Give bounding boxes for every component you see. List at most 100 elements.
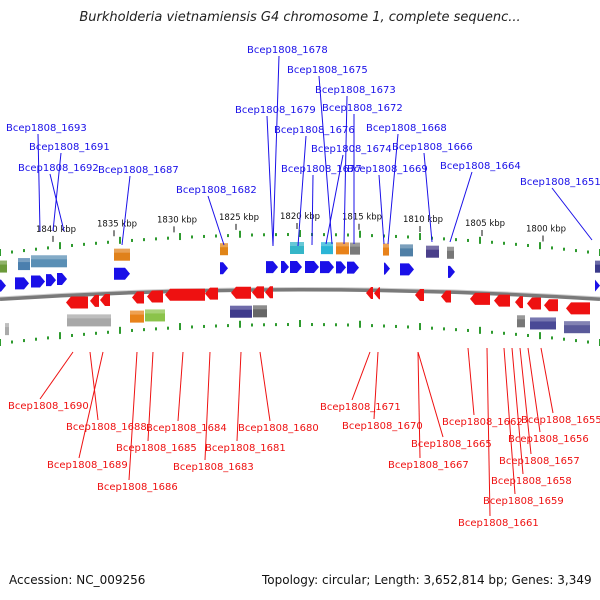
gene-leader-line [343,95,348,245]
gene-label-text: Bcep1808_1680 [238,423,319,434]
tick-mark [83,242,85,246]
reverse-gene-arrow [415,289,424,302]
gene-label[interactable]: Bcep1808_1661 [458,347,539,529]
forward-gene-arrow [281,261,289,274]
gene-label[interactable]: Bcep1808_1692 [18,163,99,232]
gene-label-text: Bcep1808_1670 [342,421,423,432]
tick-mark [371,324,373,328]
gene-label[interactable]: Bcep1808_1676 [274,125,355,247]
forward-gene-arrow [305,261,319,274]
gene-label-text: Bcep1808_1657 [499,456,580,467]
gene-label[interactable]: Bcep1808_1665 [411,351,492,450]
cog-box [130,310,144,323]
tick-mark [0,249,1,256]
cog-box-shine [18,258,30,263]
forward-gene-arrow [595,279,600,292]
gene-label[interactable]: Bcep1808_1662 [442,347,523,428]
tick-mark [143,238,145,242]
reverse-gene-arrow [252,286,264,299]
gene-label[interactable]: Bcep1808_1656 [508,347,589,445]
gene-leader-line [297,135,307,247]
cog-box [564,321,590,334]
reverse-gene-arrow [100,294,110,307]
gene-label[interactable]: Bcep1808_1666 [392,142,473,243]
gene-label[interactable]: Bcep1808_1687 [98,165,179,246]
gene-leader-line [540,347,554,414]
tick-mark [83,332,85,336]
tick-mark [299,320,301,327]
gene-label[interactable]: Bcep1808_1674 [311,144,392,245]
gene-label[interactable]: Bcep1808_1682 [176,185,257,246]
forward-gene-arrow [336,261,346,274]
gene-label[interactable]: Bcep1808_1691 [29,142,110,232]
gene-label[interactable]: Bcep1808_1680 [238,351,319,434]
gene-label[interactable]: Bcep1808_1672 [322,103,403,244]
cog-box [18,258,30,271]
reverse-gene-arrow [132,291,144,304]
tick-mark [167,326,169,330]
tick-mark [443,237,445,241]
forward-gene-arrow [57,272,67,285]
gene-leader-line [423,152,433,243]
reverse-gene-arrow [205,287,218,300]
gene-label-text: Bcep1808_1659 [483,496,564,507]
tick-mark [551,336,553,340]
gene-label[interactable]: Bcep1808_1670 [342,351,423,432]
tick-mark [95,331,97,335]
gene-label[interactable]: Bcep1808_1671 [320,351,401,413]
gene-label[interactable]: Bcep1808_1685 [116,351,197,454]
cog-box-shine [290,242,304,247]
tick-mark [455,238,457,242]
gene-label-text: Bcep1808_1678 [247,45,328,56]
gene-label[interactable]: Bcep1808_1690 [8,351,89,412]
gene-label[interactable]: Bcep1808_1657 [499,347,580,467]
gene-label[interactable]: Bcep1808_1679 [235,105,316,247]
gene-label[interactable]: Bcep1808_1689 [47,351,128,471]
gene-leader-line [318,75,333,245]
gene-label[interactable]: Bcep1808_1659 [483,347,564,507]
gene-label[interactable]: Bcep1808_1675 [287,65,368,245]
gene-label[interactable]: Bcep1808_1655 [521,347,600,426]
gene-label[interactable]: Bcep1808_1686 [97,351,178,493]
tick-mark [383,324,385,328]
tick-mark [35,247,37,251]
gene-label[interactable]: Bcep1808_1664 [440,161,521,243]
gene-label[interactable]: Bcep1808_1651 [520,177,600,241]
gene-label[interactable]: Bcep1808_1678 [247,45,328,247]
gene-label[interactable]: Bcep1808_1667 [388,351,469,471]
gene-label[interactable]: Bcep1808_1693 [6,123,87,232]
gene-label[interactable]: Bcep1808_1658 [491,347,572,487]
gene-label[interactable]: Bcep1808_1681 [205,351,286,454]
gene-label[interactable]: Bcep1808_1673 [315,85,396,245]
scale-label: 1805 kbp [465,219,505,229]
reverse-gene-arrow [470,292,490,305]
gene-label-text: Bcep1808_1683 [173,462,254,473]
tick-mark [263,323,265,327]
gene-label[interactable]: Bcep1808_1688 [66,351,147,433]
reverse-gene-labels: Bcep1808_1690Bcep1808_1688Bcep1808_1689B… [8,347,600,529]
tick-mark [539,242,541,250]
cog-box [114,248,130,261]
gene-label[interactable]: Bcep1808_1683 [173,351,254,473]
tick-mark [191,325,193,329]
gene-label[interactable]: Bcep1808_1684 [146,351,227,434]
gene-label[interactable]: Bcep1808_1669 [347,164,428,245]
tick-mark [407,235,409,239]
tick-mark [443,327,445,331]
cog-box-shine [517,315,525,320]
gene-label-text: Bcep1808_1672 [322,103,403,114]
gene-label-text: Bcep1808_1685 [116,443,197,454]
cog-box [67,314,111,327]
gene-label-text: Bcep1808_1677 [281,164,362,175]
gene-label[interactable]: Bcep1808_1677 [281,164,362,246]
tick-mark [107,240,109,244]
tick-mark [119,326,121,334]
gene-leader-line [204,351,211,461]
backbone-arc [0,287,600,301]
gene-leader-line [503,347,516,495]
gene-label-text: Bcep1808_1693 [6,123,87,134]
gene-label[interactable]: Bcep1808_1668 [366,123,447,245]
tick-mark [335,233,337,237]
